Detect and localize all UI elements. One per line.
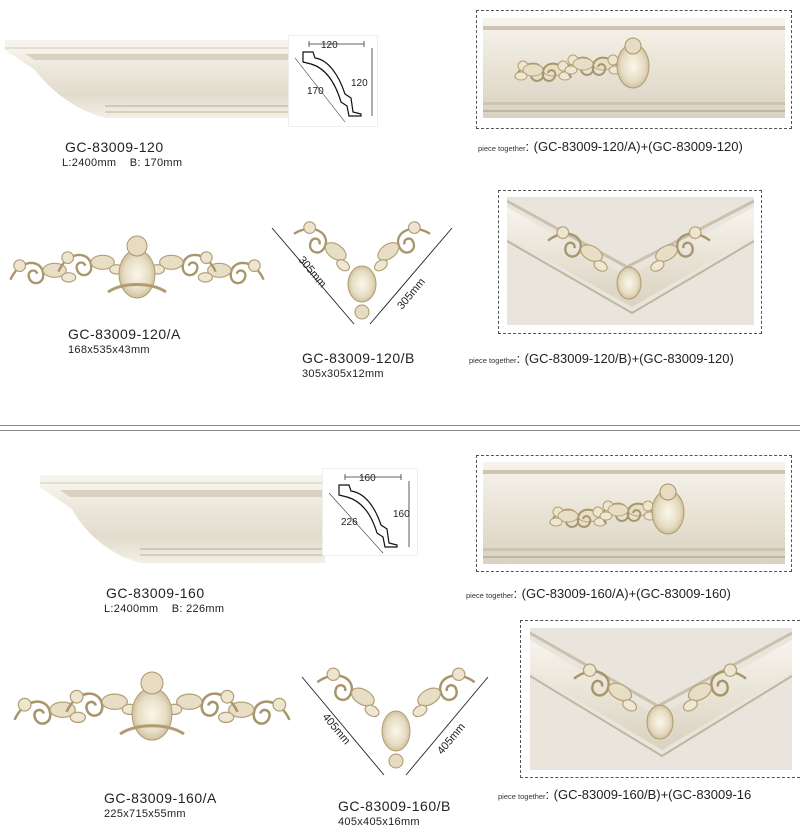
- part-a-dims: 225x715x55mm: [104, 808, 186, 820]
- combo-b-image: [507, 197, 754, 325]
- molding-dims: L:2400mm B: 170mm: [62, 157, 183, 169]
- part-b-left-dim: 305mm: [296, 254, 329, 290]
- molding-dims: L:2400mm B: 226mm: [104, 603, 225, 615]
- combo-a-label: piece together: [466, 591, 514, 600]
- part-b-code: GC-83009-120/B: [302, 350, 415, 366]
- part-b-dims: 305x305x12mm: [302, 368, 384, 380]
- part-a-code: GC-83009-120/A: [68, 326, 181, 342]
- part-b-right-dim: 405mm: [435, 721, 468, 757]
- part-b-dims: 405x405x16mm: [338, 816, 420, 828]
- profile-depth-label: 170: [307, 86, 324, 97]
- profile-depth-label: 226: [341, 517, 358, 528]
- combo-a-formula: (GC-83009-120/A)+(GC-83009-120): [533, 139, 743, 154]
- combo-a-frame: [476, 455, 792, 572]
- cornice-molding-image: [40, 475, 325, 563]
- molding-code: GC-83009-120: [65, 139, 164, 155]
- combo-b-label: piece together: [469, 356, 517, 365]
- combo-a-formula: (GC-83009-160/A)+(GC-83009-160): [521, 586, 731, 601]
- part-b-corner-image: 305mm 305mm: [271, 216, 453, 325]
- profile-width-label: 160: [359, 473, 376, 484]
- combo-a-frame: [476, 10, 792, 129]
- profile-diagram: 160 160 226: [322, 468, 418, 556]
- part-b-code: GC-83009-160/B: [338, 798, 451, 814]
- combo-b-formula: (GC-83009-120/B)+(GC-83009-120): [524, 351, 734, 366]
- profile-diagram: 120 120 170: [288, 35, 378, 127]
- profile-width-label: 120: [321, 40, 338, 51]
- cornice-molding-image: [5, 40, 290, 118]
- combo-a-separator: :: [513, 586, 518, 601]
- combo-b-separator: :: [516, 351, 521, 366]
- combo-b-frame: [498, 190, 762, 334]
- part-a-ornament-image: [9, 235, 265, 299]
- part-a-ornament-image: [13, 671, 291, 741]
- section-divider: [0, 425, 800, 426]
- section-divider-2: [0, 430, 800, 431]
- part-b-right-dim: 305mm: [395, 276, 428, 312]
- combo-a-image: [483, 18, 785, 118]
- combo-a-label: piece together: [478, 144, 526, 153]
- combo-b-image: [530, 628, 792, 770]
- part-a-code: GC-83009-160/A: [104, 790, 217, 806]
- combo-b-separator: :: [545, 787, 550, 802]
- profile-height-label: 160: [393, 509, 410, 520]
- combo-b-frame: [520, 620, 800, 778]
- molding-code: GC-83009-160: [106, 585, 205, 601]
- profile-height-label: 120: [351, 78, 368, 89]
- part-b-left-dim: 405mm: [320, 711, 353, 747]
- part-a-dims: 168x535x43mm: [68, 344, 150, 356]
- combo-b-formula: (GC-83009-160/B)+(GC-83009-16: [553, 787, 752, 802]
- combo-a-separator: :: [525, 139, 530, 154]
- combo-a-image: [483, 462, 785, 564]
- part-b-corner-image: 405mm 405mm: [301, 662, 489, 776]
- combo-b-label: piece together: [498, 792, 546, 801]
